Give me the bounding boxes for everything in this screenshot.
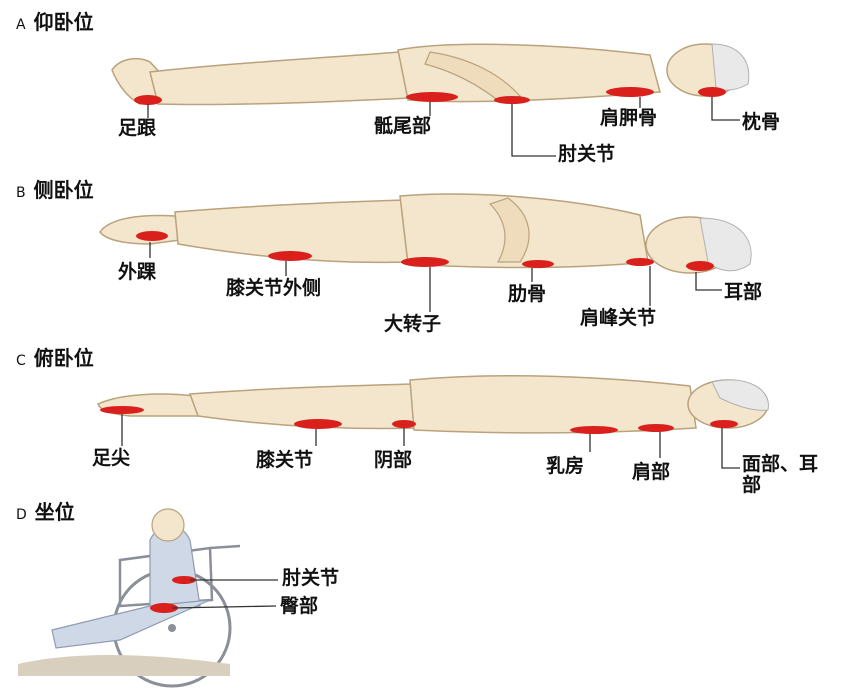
- label-scapula-a: 肩胛骨: [600, 108, 657, 129]
- label-genital-c: 阴部: [374, 450, 412, 471]
- pressure-trochanter-b: [401, 257, 449, 267]
- pressure-scapula-a: [606, 87, 654, 97]
- lateral-figure: [100, 194, 751, 312]
- pressure-elbow-a: [494, 96, 530, 104]
- label-rib-b: 肋骨: [508, 284, 546, 305]
- label-heel-a: 足跟: [118, 118, 156, 139]
- pressure-rib-b: [522, 260, 554, 268]
- label-elbow-a: 肘关节: [558, 144, 615, 165]
- label-shoulder-c: 肩部: [632, 462, 670, 483]
- label-knee-c: 膝关节: [256, 450, 313, 471]
- label-breast-c: 乳房: [546, 456, 584, 477]
- lateral-feet: [100, 216, 180, 244]
- pressure-heel-a: [134, 95, 162, 105]
- label-shoulder-b: 肩峰关节: [580, 308, 656, 329]
- sitting-floor: [18, 655, 230, 676]
- label-sacrum-a: 骶尾部: [374, 116, 431, 137]
- sitting-head: [152, 509, 184, 541]
- label-knee-b: 膝关节外侧: [226, 278, 321, 299]
- label-face-ear-c: 面部、耳部: [742, 454, 832, 496]
- label-elbow-d: 肘关节: [282, 568, 339, 589]
- label-ear-b: 耳部: [724, 282, 762, 303]
- supine-legs: [150, 52, 410, 105]
- label-occiput-a: 枕骨: [742, 112, 780, 133]
- supine-hair: [712, 44, 749, 90]
- pressure-face-c: [710, 420, 738, 428]
- label-buttock-d: 臀部: [280, 596, 318, 617]
- label-toe-c: 足尖: [92, 448, 130, 469]
- pressure-toe-c: [100, 406, 144, 414]
- label-malleolus-b: 外踝: [118, 262, 156, 283]
- prone-figure: [98, 376, 768, 468]
- pressure-occiput-a: [698, 87, 726, 97]
- pressure-sacrum-a: [406, 92, 458, 102]
- pressure-breast-c: [570, 426, 618, 434]
- label-trochanter-b: 大转子: [384, 314, 441, 335]
- pressure-knee-b: [268, 251, 312, 261]
- pressure-malleolus-b: [136, 231, 168, 241]
- pressure-genital-c: [392, 420, 416, 428]
- pressure-ear-b: [686, 261, 714, 271]
- pressure-knee-c: [294, 419, 342, 429]
- pressure-shoulder-c: [638, 424, 674, 432]
- pressure-shoulder-b: [626, 258, 654, 266]
- sitting-figure: [18, 509, 278, 686]
- supine-figure: [112, 44, 749, 156]
